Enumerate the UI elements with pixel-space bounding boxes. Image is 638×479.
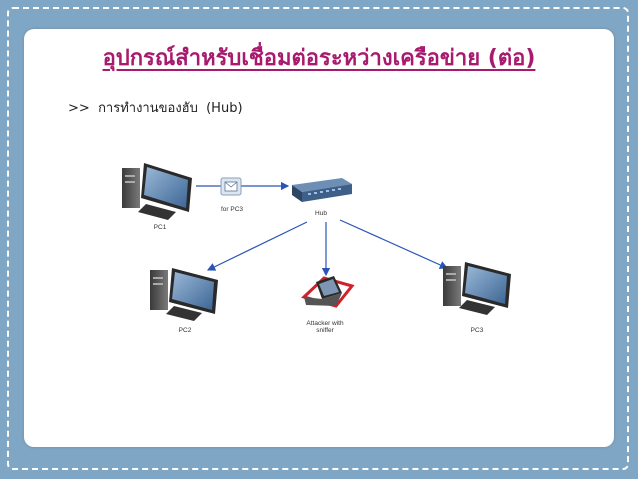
arrow-hub-to-pc3 bbox=[339, 219, 449, 269]
subtitle-prefix: >> bbox=[68, 101, 90, 116]
attacker-label: Attacker with sniffer bbox=[300, 320, 350, 334]
slide-card bbox=[24, 29, 614, 447]
arrow-hub-to-pc2 bbox=[206, 221, 308, 271]
slide-subtitle: >> การทำงานของฮับ (Hub) bbox=[68, 97, 243, 118]
attacker-label-line2: sniffer bbox=[316, 327, 334, 334]
slide-title: อุปกรณ์สำหรับเชื่อมต่อระหว่างเครือข่าย (… bbox=[102, 46, 536, 71]
pc1-label: PC1 bbox=[153, 224, 167, 231]
slide-border bbox=[7, 7, 629, 470]
attacker-label-line1: Attacker with bbox=[306, 320, 344, 327]
pc2-computer-icon bbox=[150, 268, 218, 321]
pc3-label: PC3 bbox=[470, 327, 484, 334]
message-label: for PC3 bbox=[220, 206, 244, 213]
pc3-computer-icon bbox=[443, 262, 511, 315]
attacker-laptop-icon bbox=[301, 276, 355, 308]
subtitle-text: การทำงานของฮับ (Hub) bbox=[98, 101, 243, 116]
hub-label: Hub bbox=[315, 210, 327, 217]
pc1-computer-icon bbox=[122, 163, 192, 220]
envelope-icon bbox=[220, 177, 242, 196]
pc2-label: PC2 bbox=[178, 327, 192, 334]
hub-device-icon bbox=[292, 178, 352, 202]
